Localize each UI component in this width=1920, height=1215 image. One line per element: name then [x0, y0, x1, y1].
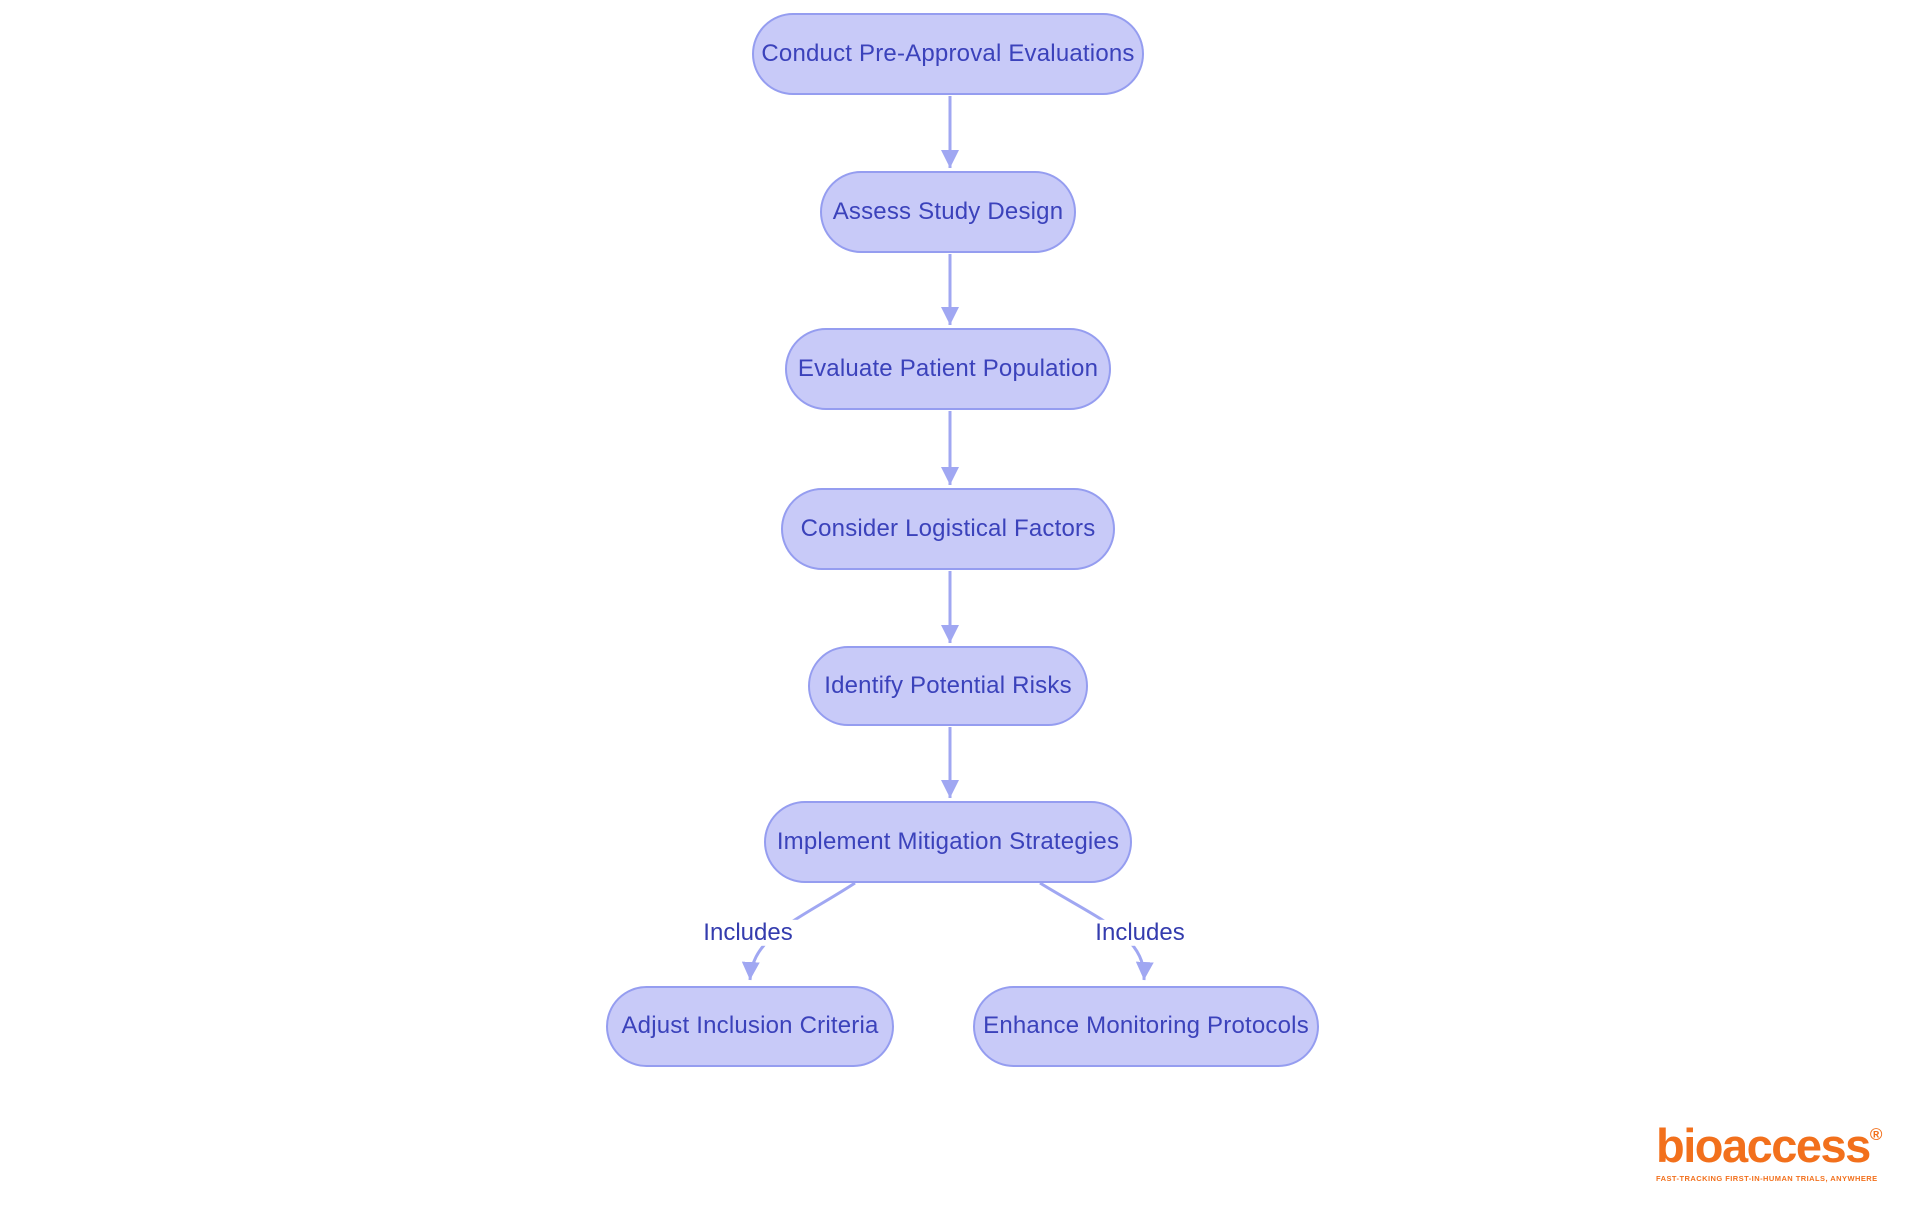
node-evaluate-patient-population: Evaluate Patient Population — [785, 328, 1111, 410]
node-implement-mitigation-strategies: Implement Mitigation Strategies — [764, 801, 1132, 883]
node-label: Conduct Pre-Approval Evaluations — [761, 39, 1135, 67]
node-adjust-inclusion-criteria: Adjust Inclusion Criteria — [606, 986, 894, 1067]
logo-wordmark: bioaccess® — [1656, 1122, 1906, 1169]
node-label: Implement Mitigation Strategies — [776, 827, 1120, 855]
node-label: Adjust Inclusion Criteria — [621, 1012, 879, 1040]
node-conduct-pre-approval-evaluations: Conduct Pre-Approval Evaluations — [752, 13, 1144, 95]
node-label: Identify Potential Risks — [824, 671, 1072, 699]
node-label: Enhance Monitoring Protocols — [983, 1012, 1309, 1040]
node-label: Consider Logistical Factors — [800, 514, 1096, 542]
node-consider-logistical-factors: Consider Logistical Factors — [781, 488, 1115, 570]
node-label: Evaluate Patient Population — [797, 354, 1099, 382]
logo-brand-text: bioaccess — [1656, 1119, 1871, 1172]
edge-label-includes-right: Includes — [1089, 919, 1191, 947]
node-label: Assess Study Design — [832, 197, 1064, 225]
node-assess-study-design: Assess Study Design — [820, 171, 1076, 253]
bioaccess-logo: bioaccess® FAST-TRACKING FIRST-IN-HUMAN … — [1656, 1122, 1906, 1183]
logo-tagline: FAST-TRACKING FIRST-IN-HUMAN TRIALS, ANY… — [1656, 1174, 1878, 1183]
registered-trademark-symbol: ® — [1869, 1125, 1883, 1144]
node-enhance-monitoring-protocols: Enhance Monitoring Protocols — [973, 986, 1319, 1067]
edge-label-includes-left: Includes — [697, 919, 799, 947]
node-identify-potential-risks: Identify Potential Risks — [808, 646, 1088, 726]
